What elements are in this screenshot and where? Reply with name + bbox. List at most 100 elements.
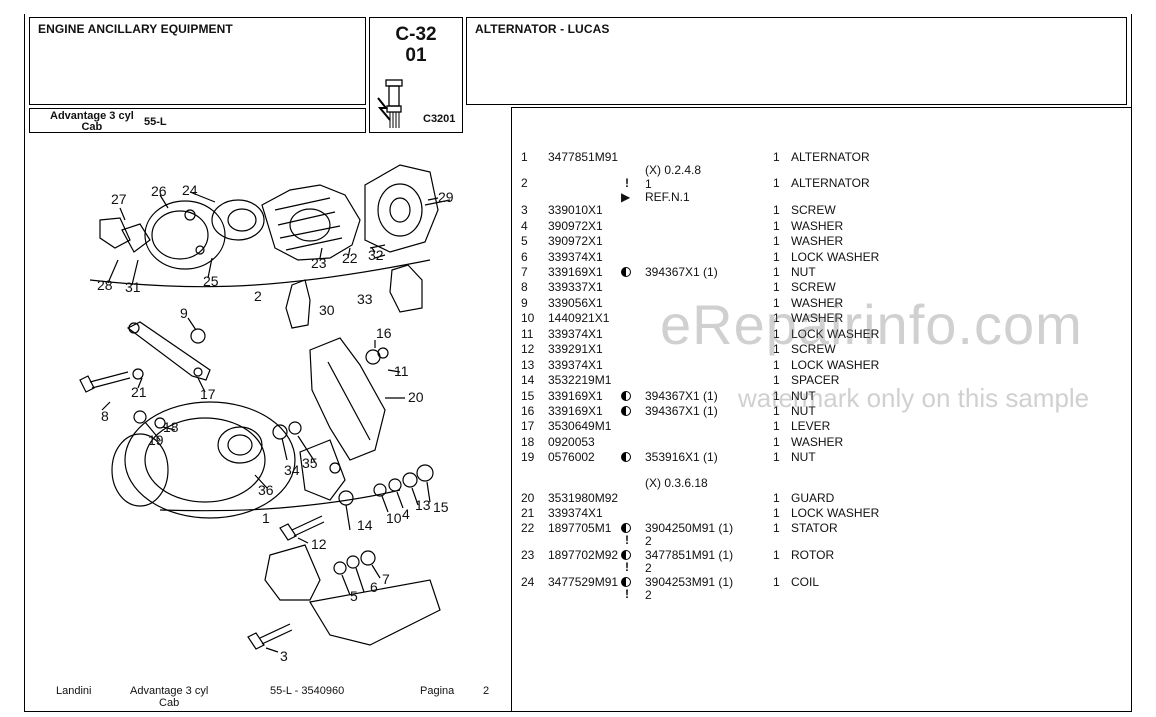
nut-19-part xyxy=(133,410,147,424)
model-box: Advantage 3 cyl Cab 55-L xyxy=(29,108,366,133)
exploded-diagram xyxy=(79,164,451,653)
guard-part xyxy=(309,337,386,461)
callout-labels: 27 26 24 29 28 31 25 23 22 32 2 30 33 9 … xyxy=(30,140,508,680)
table-row: 10 1440921X1 1 WASHER xyxy=(521,311,844,325)
model-code: 55-L xyxy=(144,116,167,128)
table-row: 15 339169X1 394367X1 (1) 1 NUT xyxy=(521,389,816,403)
footer-model: Advantage 3 cyl Cab xyxy=(130,685,209,709)
section-title: ENGINE ANCILLARY EQUIPMENT xyxy=(38,22,233,36)
table-row: 2 1 ALTERNATOR xyxy=(521,176,870,190)
callout-32: 32 xyxy=(368,247,384,263)
table-row: 14 3532219M1 1 SPACER xyxy=(521,373,840,387)
section-code-box: C-32 01 C3201 xyxy=(369,17,463,133)
watermark-sub: watermark only on this sample xyxy=(738,383,1090,413)
table-row: 23 1897702M92 3477851M91 (1) 1 ROTOR xyxy=(521,548,835,562)
callout-2: 2 xyxy=(254,288,262,304)
table-row: 1 3477851M91 1 ALTERNATOR xyxy=(521,150,870,164)
table-row: 11 339374X1 1 LOCK WASHER xyxy=(521,327,880,341)
callout-16: 16 xyxy=(376,325,392,341)
bag-30-part xyxy=(285,279,311,329)
callout-29: 29 xyxy=(438,189,454,205)
rear-cover-part xyxy=(144,200,226,270)
table-row: 20 3531980M92 1 GUARD xyxy=(521,491,835,505)
row22-exclamation: ! xyxy=(625,533,629,547)
callout-6: 6 xyxy=(370,579,378,595)
table-row: 17 3530649M1 1 LEVER xyxy=(521,419,831,433)
alternator-icon xyxy=(377,79,403,128)
row24-exclamation: ! xyxy=(625,587,629,601)
note-circle-icon xyxy=(621,452,631,462)
callout-8: 8 xyxy=(101,408,109,424)
callout-27: 27 xyxy=(111,191,127,207)
table-row: 7 339169X1 394367X1 (1) 1 NUT xyxy=(521,265,816,279)
footer-brand: Landini xyxy=(56,685,92,697)
table-row: 4 390972X1 1 WASHER xyxy=(521,219,844,233)
callout-14: 14 xyxy=(357,517,373,533)
table-row: 9 339056X1 1 WASHER xyxy=(521,296,844,310)
drive-end-bracket xyxy=(364,164,439,253)
callout-7: 7 xyxy=(382,571,390,587)
callout-31: 31 xyxy=(125,279,141,295)
screw-3-part xyxy=(247,632,265,650)
frame-left-line xyxy=(24,14,25,712)
row2-ref: REF.N.1 xyxy=(645,190,690,204)
table-row: 21 339374X1 1 LOCK WASHER xyxy=(521,506,880,520)
callout-5: 5 xyxy=(350,588,358,604)
lower-bracket-part xyxy=(264,544,321,601)
callout-3: 3 xyxy=(280,648,288,664)
callout-22: 22 xyxy=(342,250,358,266)
callout-30: 30 xyxy=(319,302,335,318)
table-row: 19 0576002 353916X1 (1) 1 NUT xyxy=(521,450,816,464)
note-circle-icon xyxy=(621,391,631,401)
footer-page-number: 2 xyxy=(483,685,490,697)
note-circle-icon xyxy=(621,523,631,533)
row2-exclamation: ! xyxy=(625,176,629,190)
table-row: 18 0920053 1 WASHER xyxy=(521,435,844,449)
frame-right-line xyxy=(1131,14,1132,712)
row2-one: 1 xyxy=(645,177,652,191)
callout-25: 25 xyxy=(203,273,219,289)
callout-9: 9 xyxy=(180,305,188,321)
washer-9-part xyxy=(190,328,206,344)
note-circle-icon xyxy=(621,577,631,587)
screw-12-part xyxy=(279,523,297,541)
main-alternator-part xyxy=(124,401,296,519)
section-title-box: ENGINE ANCILLARY EQUIPMENT xyxy=(29,17,366,105)
callout-11: 11 xyxy=(394,363,409,379)
table-row: 6 339374X1 1 LOCK WASHER xyxy=(521,250,880,264)
row1-note: (X) 0.2.4.8 xyxy=(645,163,702,177)
callout-18: 18 xyxy=(163,419,179,435)
table-row: 8 339337X1 1 SCREW xyxy=(521,280,836,294)
table-top-line xyxy=(511,107,1131,108)
footer-code: 55-L - 3540960 xyxy=(270,685,345,697)
regulator-part xyxy=(211,199,265,241)
callout-36: 36 xyxy=(258,482,274,498)
table-row: 13 339374X1 1 LOCK WASHER xyxy=(521,358,880,372)
row22-two: 2 xyxy=(645,534,652,548)
callout-24: 24 xyxy=(182,182,198,198)
callout-20: 20 xyxy=(408,389,424,405)
callout-33: 33 xyxy=(357,291,373,307)
part-title-box: ALTERNATOR - LUCAS xyxy=(466,17,1127,105)
table-row: 24 3477529M91 3904253M91 (1) 1 COIL xyxy=(521,575,820,589)
table-row: 5 390972X1 1 WASHER xyxy=(521,234,844,248)
section-code: C-32 01 xyxy=(395,24,437,66)
table-row: 16 339169X1 394367X1 (1) 1 NUT xyxy=(521,404,816,418)
image-code: C3201 xyxy=(423,113,456,125)
callout-35: 35 xyxy=(302,455,318,471)
callout-12: 12 xyxy=(311,536,327,552)
callout-15: 15 xyxy=(433,499,449,515)
table-row: 3 339010X1 1 SCREW xyxy=(521,203,836,217)
frame-bottom-line xyxy=(24,711,1132,712)
callout-26: 26 xyxy=(151,183,167,199)
footer-page-label: Pagina xyxy=(420,685,455,697)
watermark-main: eRepairinfo.com xyxy=(660,293,1083,356)
callout-17: 17 xyxy=(200,386,216,402)
row23-two: 2 xyxy=(645,561,652,575)
table-row: 22 1897705M1 3904250M91 (1) 1 STATOR xyxy=(521,521,838,535)
row24-two: 2 xyxy=(645,588,652,602)
callout-23: 23 xyxy=(311,255,327,271)
callout-21: 21 xyxy=(131,384,147,400)
part-title: ALTERNATOR - LUCAS xyxy=(475,22,610,36)
callout-34: 34 xyxy=(284,462,300,478)
